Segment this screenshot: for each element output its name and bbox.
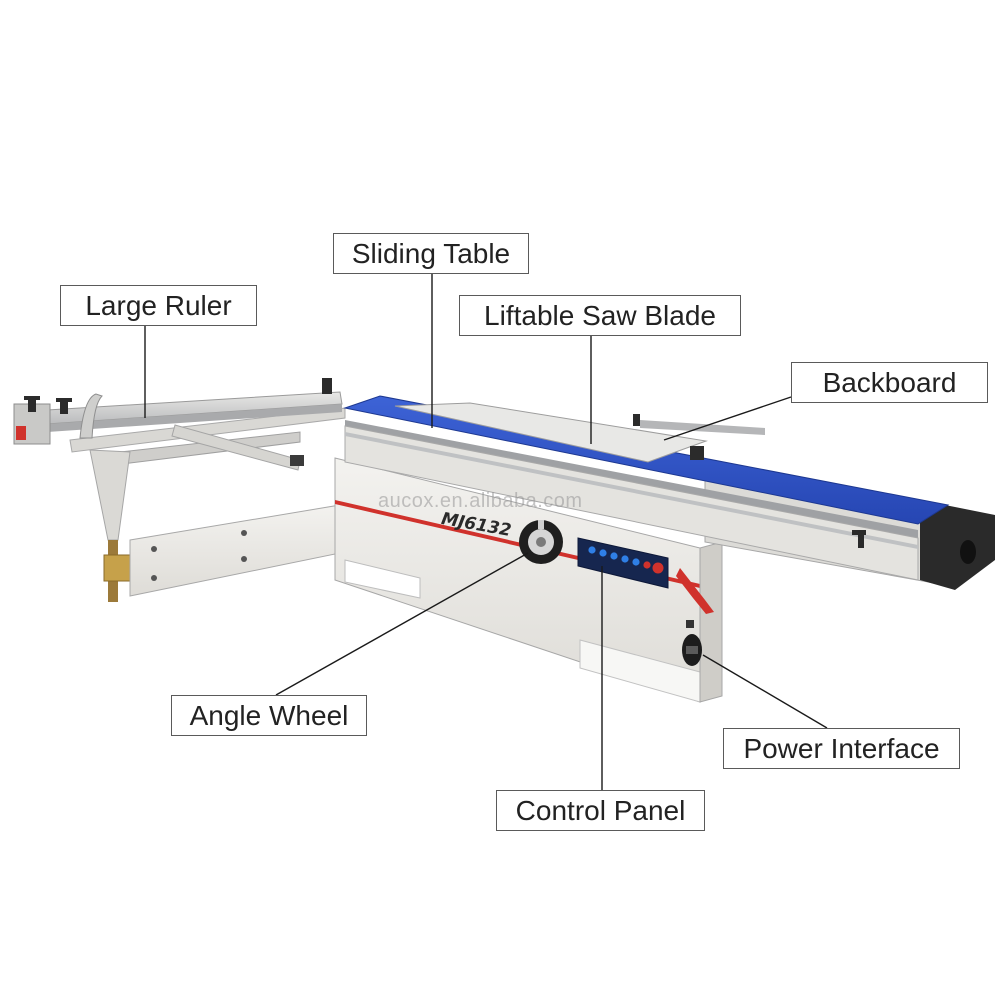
- callout-control-panel: Control Panel: [496, 790, 705, 831]
- callout-backboard: Backboard: [791, 362, 988, 403]
- control-panel-graphic: [577, 537, 669, 589]
- callout-large-ruler: Large Ruler: [60, 285, 257, 326]
- leader-lines: [144, 274, 828, 790]
- callout-angle-wheel: Angle Wheel: [171, 695, 367, 736]
- ruler-fence: [13, 378, 343, 445]
- callout-sliding-table: Sliding Table: [333, 233, 529, 274]
- callout-liftable-saw-blade: Liftable Saw Blade: [459, 295, 741, 336]
- lever-and-power: [676, 568, 714, 666]
- angle-wheel-graphic: [519, 520, 563, 564]
- watermark-text: aucox.en.alibaba.com: [378, 490, 583, 512]
- callout-power-interface: Power Interface: [723, 728, 960, 769]
- outrigger-frame: [69, 407, 346, 602]
